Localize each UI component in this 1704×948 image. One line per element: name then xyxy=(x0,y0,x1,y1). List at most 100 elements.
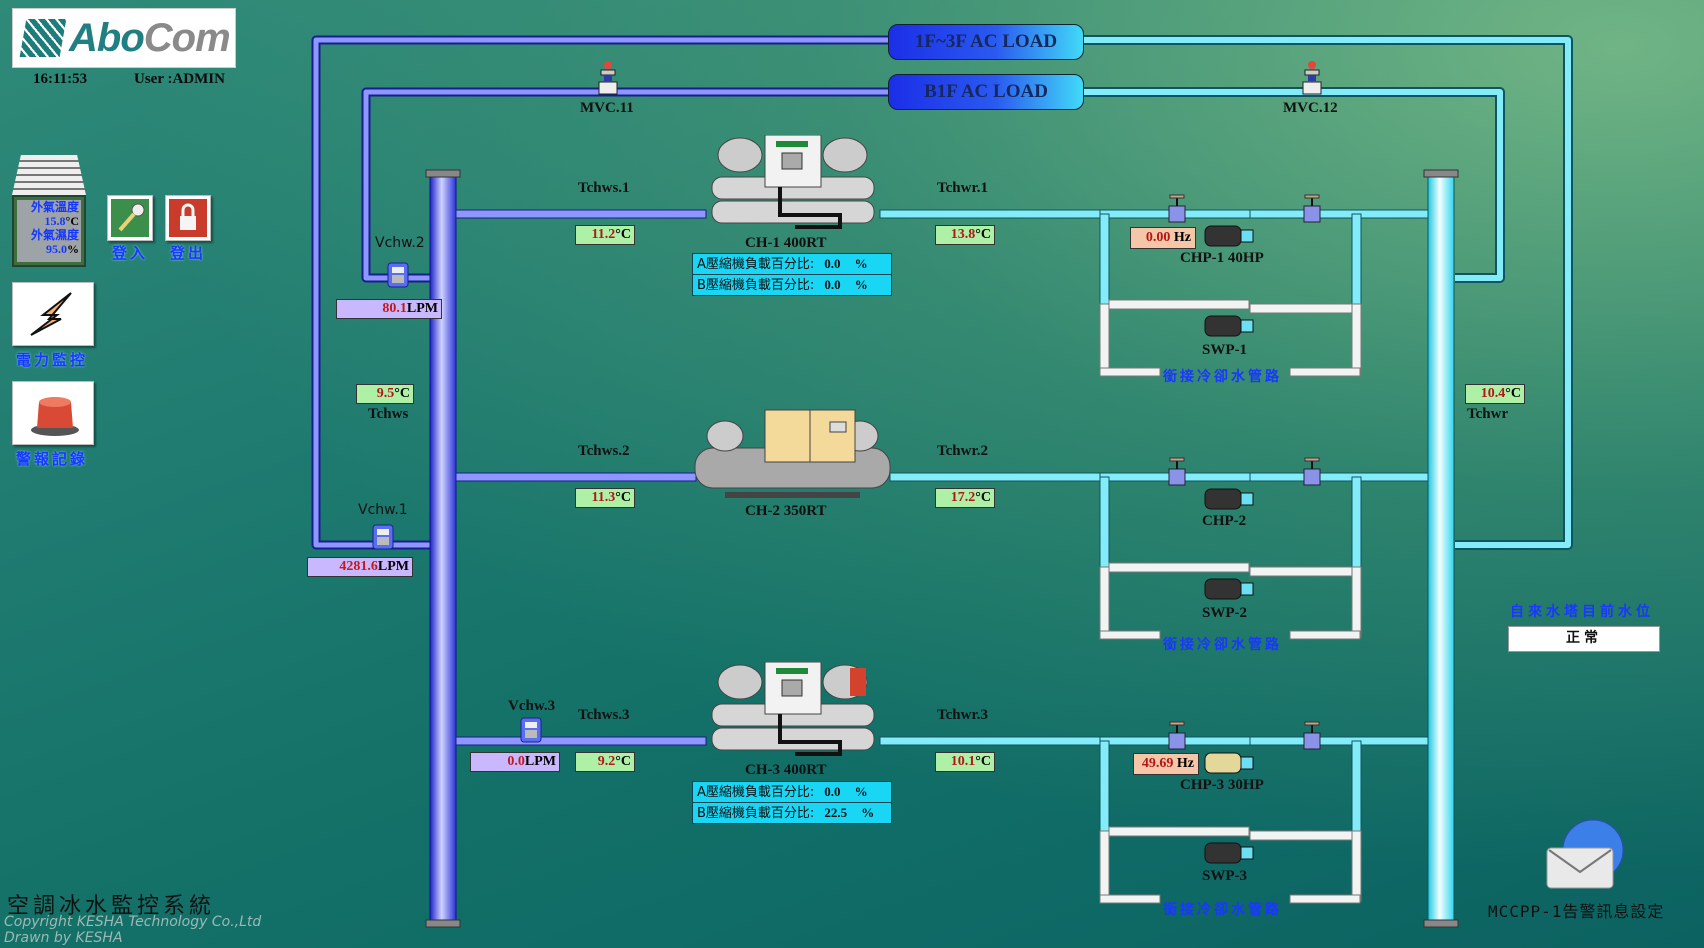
swp1-suction-pipe xyxy=(1108,299,1250,310)
cooling-bottom-left-3 xyxy=(1099,894,1161,904)
chiller-ch1-icon[interactable] xyxy=(700,135,885,235)
ch1-compressor-load-panel: A壓縮機負載百分比:0.0 % B壓縮機負載百分比:0.0 % xyxy=(692,253,892,296)
tchws-unit: °C xyxy=(394,386,410,401)
motor-valve-mvc11-icon[interactable] xyxy=(596,60,620,96)
valve-handwheel-icon xyxy=(1169,457,1185,462)
tchwr2-unit: °C xyxy=(975,490,991,505)
bypass-label-1: 銜接冷卻水管路 xyxy=(1163,370,1282,385)
alarm-beacon-icon xyxy=(31,397,79,436)
tchws2-unit: °C xyxy=(615,490,631,505)
tchws1-unit: °C xyxy=(615,227,631,242)
tchws1-value: 11.2 xyxy=(591,227,616,242)
lock-icon xyxy=(169,199,207,237)
swp3-pump-icon xyxy=(1204,842,1242,864)
tchws-readout: 9.5°C xyxy=(356,384,414,404)
logout-label[interactable]: 登出 xyxy=(170,246,207,262)
tchwr3-readout: 10.1°C xyxy=(935,752,995,772)
outdoor-temp-unit: °C xyxy=(65,214,79,228)
swp3-label: SWP-3 xyxy=(1202,868,1247,884)
vchw2-label: Vchw.2 xyxy=(375,235,425,251)
tchws1-label: Tchws.1 xyxy=(578,180,630,196)
tchws1-readout: 11.2°C xyxy=(575,225,635,245)
chp1-pump-icon xyxy=(1204,225,1242,247)
alarm-log-label[interactable]: 警報記錄 xyxy=(16,452,89,468)
chp3-pump-head-icon xyxy=(1240,756,1254,770)
chp1-pump-head-icon xyxy=(1240,229,1254,243)
gate-valve-icon xyxy=(1168,732,1186,750)
water-tower-level-status: 正常 xyxy=(1508,626,1660,652)
logout-button[interactable] xyxy=(165,195,211,241)
valve-handwheel-icon xyxy=(1304,721,1320,726)
chp3-pump-icon xyxy=(1204,752,1242,774)
valve-handwheel-icon xyxy=(1304,457,1320,462)
load-b1f[interactable]: B1F AC LOAD xyxy=(888,74,1084,110)
logo-text-accent: Com xyxy=(143,15,231,60)
key-icon xyxy=(111,199,149,237)
mail-alarm-icon[interactable] xyxy=(1545,820,1625,890)
ch3-load-a-value: 0.0 xyxy=(824,784,841,799)
login-button[interactable] xyxy=(107,195,153,241)
tchws2-label: Tchws.2 xyxy=(578,443,630,459)
bypass-label-3: 銜接冷卻水管路 xyxy=(1163,903,1282,918)
chiller-ch3-icon[interactable] xyxy=(700,662,885,762)
tchws3-readout: 9.2°C xyxy=(575,752,635,772)
water-tower-level-title: 自來水塔目前水位 xyxy=(1510,605,1654,620)
cooling-right-leg-1 xyxy=(1351,303,1362,375)
chp2-pump-icon xyxy=(1204,488,1242,510)
chp3-hz-unit: Hz xyxy=(1176,756,1194,771)
tchwr-label: Tchwr xyxy=(1467,406,1509,422)
vchw3-flow-unit: LPM xyxy=(524,754,556,769)
swp1-pump-head-icon xyxy=(1240,319,1254,333)
chp1-discharge-pipe xyxy=(1249,209,1429,219)
swp2-discharge-pipe xyxy=(1249,566,1361,577)
tchwr1-label: Tchwr.1 xyxy=(937,180,988,196)
vchw1-label: Vchw.1 xyxy=(358,502,408,518)
gate-valve-icon xyxy=(1168,205,1186,223)
tchws3-label: Tchws.3 xyxy=(578,707,630,723)
tchwr3-unit: °C xyxy=(975,754,991,769)
drawn-by: Drawn by KESHA xyxy=(4,930,123,946)
vchw3-flow-value: 0.0 xyxy=(507,754,525,769)
system-title: 空調冰水監控系統 xyxy=(7,894,216,919)
clock: 16:11:53 xyxy=(33,71,88,87)
motor-valve-mvc12-icon[interactable] xyxy=(1300,60,1324,96)
chp1-frequency-readout: 0.00 Hz xyxy=(1130,227,1196,249)
ch3-load-b-value: 22.5 xyxy=(824,805,848,820)
ch1-label: CH-1 400RT xyxy=(745,235,827,251)
valve-handwheel-icon xyxy=(1169,194,1185,199)
ch1-load-b-unit: % xyxy=(854,277,868,292)
cooling-bottom-right-3 xyxy=(1289,894,1361,904)
tchwr2-readout: 17.2°C xyxy=(935,488,995,508)
bypass-right-leg-3 xyxy=(1351,740,1362,832)
ch3-load-a-unit: % xyxy=(854,784,868,799)
swp3-discharge-pipe xyxy=(1249,830,1361,841)
supply-header-pipe xyxy=(429,174,457,924)
flowmeter-vchw2-icon xyxy=(387,262,409,288)
swp2-label: SWP-2 xyxy=(1202,605,1247,621)
swp1-label: SWP-1 xyxy=(1202,342,1247,358)
load-1f-3f[interactable]: 1F~3F AC LOAD xyxy=(888,24,1084,60)
chp2-discharge-pipe xyxy=(1249,472,1429,482)
alarm-settings-label[interactable]: MCCPP-1告警訊息設定 xyxy=(1488,902,1665,921)
login-label[interactable]: 登入 xyxy=(112,246,149,262)
power-monitor-label[interactable]: 電力監控 xyxy=(16,353,89,369)
tchws3-unit: °C xyxy=(615,754,631,769)
mvc12-label: MVC.12 xyxy=(1283,100,1338,116)
gate-valve-icon xyxy=(1303,732,1321,750)
alarm-log-button[interactable] xyxy=(12,381,94,445)
outdoor-humidity-value: 95.0 xyxy=(46,242,67,256)
tchws-value: 9.5 xyxy=(376,386,395,401)
tchwr-value: 10.4 xyxy=(1480,386,1506,401)
chiller-ch2-icon[interactable] xyxy=(685,408,900,503)
ch3-load-a-label: A壓縮機負載百分比: xyxy=(697,785,815,800)
power-monitor-button[interactable] xyxy=(12,282,94,346)
chp1-hz-unit: Hz xyxy=(1173,230,1191,245)
vchw2-flow-unit: LPM xyxy=(406,301,438,316)
tchwr-readout: 10.4°C xyxy=(1465,384,1525,404)
bypass-left-leg-3 xyxy=(1099,740,1110,832)
cooling-right-leg-3 xyxy=(1351,830,1362,902)
vchw1-flow-value: 4281.6 xyxy=(339,559,378,574)
cooling-right-leg-2 xyxy=(1351,566,1362,638)
ch3-load-b-label: B壓縮機負載百分比: xyxy=(697,806,815,821)
cooling-left-leg-3 xyxy=(1099,830,1110,902)
